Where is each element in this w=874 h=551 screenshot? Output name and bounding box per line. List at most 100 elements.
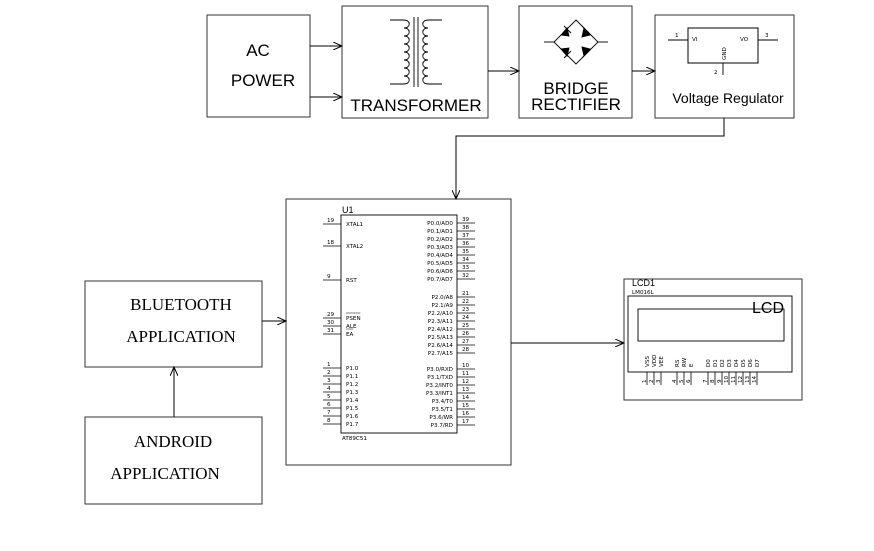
regulator-vo-label: VO <box>740 37 749 43</box>
mcu-pin-name: P2.2/A10 <box>428 311 454 317</box>
lcd-pin-name: D1 <box>713 359 719 367</box>
ac-power-label-line2: POWER <box>231 71 295 90</box>
mcu-left-pins: 19XTAL118XTAL29RST29PSEN30ALE31EA1P1.02P… <box>323 218 364 428</box>
mcu-pin-name: P1.0 <box>346 366 359 372</box>
lcd-pin-name: D6 <box>748 359 754 367</box>
mcu-pin-name: P1.5 <box>346 406 359 412</box>
mcu-pin-name: RST <box>346 278 357 284</box>
bluetooth-application-block: BLUETOOTH APPLICATION <box>84 280 263 368</box>
mcu-pin-number: 39 <box>462 217 470 223</box>
mcu-pin-number: 30 <box>327 320 335 326</box>
mcu-pin-number: 4 <box>327 386 331 392</box>
mcu-pin-number: 14 <box>462 395 470 401</box>
mcu-pin-name: P0.6/AD6 <box>427 269 453 275</box>
lcd-pin-number: 9 <box>717 379 723 383</box>
mcu-pin-number: 16 <box>462 411 470 417</box>
mcu-chip-body <box>340 214 458 434</box>
mcu-pin-name: P2.3/A11 <box>428 319 454 325</box>
transformer-symbol <box>390 17 442 87</box>
lcd-pin-number: 6 <box>686 379 692 383</box>
mcu-pin-number: 31 <box>327 328 335 334</box>
mcu-pin-name: P3.0/RXD <box>427 367 453 373</box>
mcu-pin-name: P3.2/INT0 <box>426 383 453 389</box>
mcu-pin-number: 1 <box>327 362 331 368</box>
mcu-pin-name: P1.7 <box>346 422 359 428</box>
mcu-pin-name: P2.7/A15 <box>428 351 454 357</box>
lcd-pin-name: E <box>689 363 695 367</box>
mcu-pin-name: P0.1/AD1 <box>427 229 453 235</box>
lcd-pin-name: VDD <box>652 355 658 367</box>
arrow-regulator-to-mcu <box>456 118 725 199</box>
bridge-rectifier-block: BRIDGE RECTIFIER <box>518 5 633 119</box>
mcu-pin-name: P1.3 <box>346 390 359 396</box>
lcd-block: LCD1 LM016L LCD VSS1VDD2VEE3RS4RW5E6D07D… <box>623 278 803 401</box>
voltage-regulator-block: 1 3 2 VI VO GND Voltage Regulator <box>654 14 795 119</box>
lcd-title: LCD <box>752 300 784 317</box>
android-label-line1: ANDROID <box>134 432 212 451</box>
mcu-pin-number: 33 <box>462 265 470 271</box>
mcu-pin-number: 24 <box>462 315 470 321</box>
mcu-pin-name: P3.7/RD <box>431 423 453 429</box>
mcu-block <box>285 198 512 466</box>
mcu-pin-name: P2.6/A14 <box>428 343 454 349</box>
mcu-pin-number: 5 <box>327 394 331 400</box>
mcu-pin-number: 19 <box>327 218 335 224</box>
mcu-pin-number: 7 <box>327 410 331 416</box>
lcd-part-label: LM016L <box>632 290 655 296</box>
mcu-pin-number: 18 <box>327 240 335 246</box>
regulator-symbol: 1 3 2 VI VO GND <box>668 27 778 76</box>
lcd-module-body <box>627 295 793 373</box>
mcu-pin-name: XTAL2 <box>346 244 363 250</box>
bluetooth-label-line1: BLUETOOTH <box>130 295 232 314</box>
lcd-pin-number: 3 <box>656 379 662 383</box>
mcu-pin-number: 21 <box>462 291 470 297</box>
bridge-rectifier-symbol <box>544 19 608 65</box>
mcu-pin-name: P2.5/A13 <box>428 335 454 341</box>
mcu-pin-number: 25 <box>462 323 470 329</box>
mcu-pin-number: 26 <box>462 331 470 337</box>
lcd-pin-name: RW <box>682 357 688 367</box>
mcu-pin-number: 34 <box>462 257 470 263</box>
lcd-pin-name: D2 <box>720 359 726 367</box>
lcd-screen <box>637 308 785 342</box>
mcu-pin-number: 37 <box>462 233 470 239</box>
lcd-pin-name: VEE <box>659 356 665 367</box>
lcd-pin-name: D0 <box>706 359 712 367</box>
bridge-rectifier-label-line1: BRIDGE <box>543 79 608 98</box>
mcu-pin-number: 10 <box>462 363 470 369</box>
mcu-pin-name: XTAL1 <box>346 222 364 228</box>
regulator-pin-gnd-number: 2 <box>714 70 718 76</box>
lcd-pin-name: D7 <box>755 359 761 367</box>
mcu-pin-number: 9 <box>327 274 331 280</box>
mcu-pin-name: EA <box>346 332 354 338</box>
mcu-pin-number: 8 <box>327 418 331 424</box>
mcu-pin-number: 11 <box>462 371 470 377</box>
mcu-pin-name: P2.0/A8 <box>431 295 453 301</box>
mcu-pin-number: 12 <box>462 379 469 385</box>
lcd-pin-number: 4 <box>672 379 678 383</box>
mcu-pin-name: P0.4/AD4 <box>427 253 453 259</box>
regulator-gnd-label: GND <box>722 47 728 60</box>
mcu-pin-name: P0.7/AD7 <box>427 277 453 283</box>
android-label-line2: APPLICATION <box>110 464 220 483</box>
mcu-pin-number: 17 <box>462 419 470 425</box>
voltage-regulator-label: Voltage Regulator <box>672 90 784 106</box>
lcd-pin-number: 13 <box>745 375 751 383</box>
lcd-pin-number: 1 <box>642 379 648 383</box>
bridge-rectifier-label-line2: RECTIFIER <box>531 95 621 114</box>
lcd-pin-name: VSS <box>645 356 651 367</box>
mcu-pin-number: 13 <box>462 387 470 393</box>
mcu-pin-number: 38 <box>462 225 470 231</box>
mcu-pin-name: P3.6/WR <box>429 415 453 421</box>
lcd-pin-number: 5 <box>679 379 685 383</box>
mcu-pin-name: P0.0/AD0 <box>427 221 453 227</box>
mcu-pin-number: 27 <box>462 339 470 345</box>
mcu-pin-number: 32 <box>462 273 469 279</box>
mcu-pin-name: P3.3/INT1 <box>426 391 453 397</box>
regulator-pin-out-number: 3 <box>765 33 769 39</box>
mcu-pin-number: 6 <box>327 402 331 408</box>
transformer-label: TRANSFORMER <box>350 96 481 115</box>
mcu-pin-name: P1.1 <box>346 374 359 380</box>
mcu-pin-name: P0.2/AD2 <box>427 237 453 243</box>
